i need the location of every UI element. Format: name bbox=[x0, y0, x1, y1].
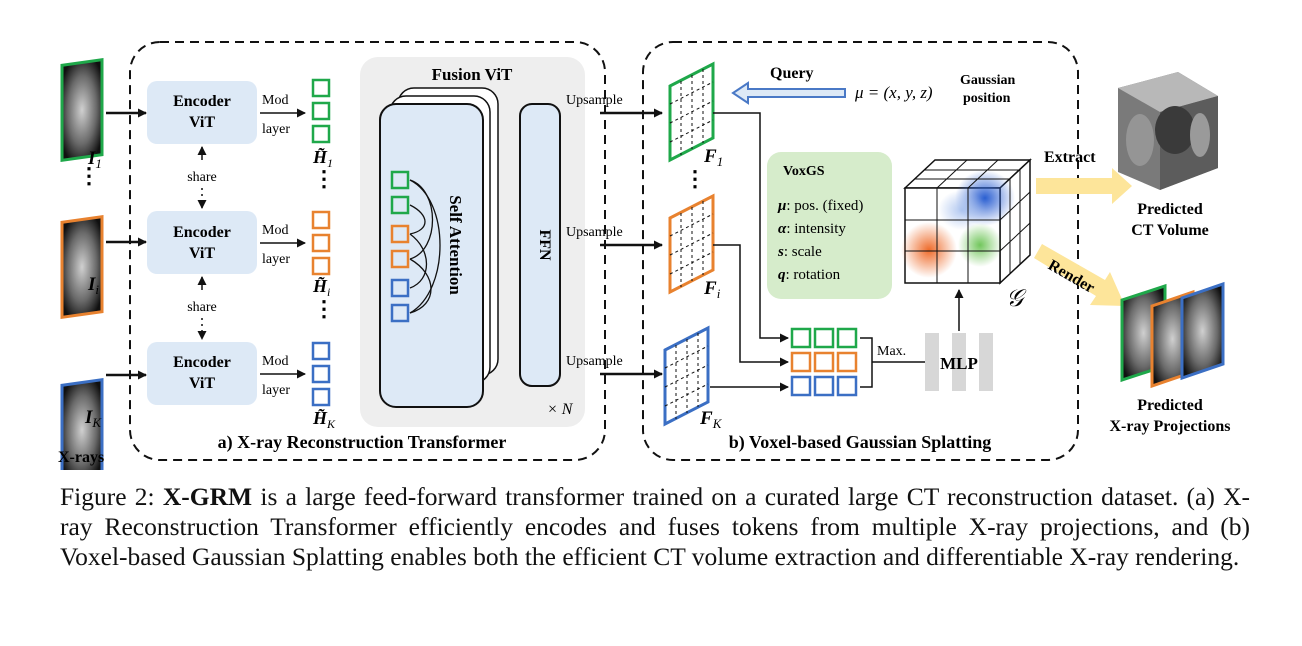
section-a-container bbox=[129, 41, 606, 461]
svg-text:Mod: Mod bbox=[262, 354, 288, 369]
ct-volume bbox=[1118, 72, 1218, 190]
mod-layer-1: Mod layer bbox=[260, 93, 306, 137]
xray-input-k bbox=[60, 377, 104, 470]
fusion-vit-title: Fusion ViT bbox=[432, 65, 513, 84]
xray-input-i bbox=[60, 214, 104, 319]
svg-text:ViT: ViT bbox=[189, 375, 215, 392]
upsample-arrow-i: Upsample bbox=[566, 225, 663, 250]
feature-label-i: Fi bbox=[703, 278, 721, 301]
svg-text:s: scale: s: scale bbox=[777, 244, 822, 260]
xray-input-1 bbox=[60, 57, 104, 162]
svg-text:Encoder: Encoder bbox=[173, 354, 231, 371]
g-symbol: 𝒢 bbox=[1006, 286, 1027, 312]
encoder-vit-i: Encoder ViT bbox=[147, 211, 257, 274]
gaussian-position-2: position bbox=[963, 91, 1011, 106]
input-label-k: IK bbox=[84, 407, 102, 430]
mod-layer-i: Mod layer bbox=[260, 223, 306, 267]
feature-plane-i bbox=[668, 193, 715, 295]
predicted-ct-label-2: CT Volume bbox=[1131, 222, 1209, 239]
feature-plane-k bbox=[663, 325, 710, 427]
svg-text:Mod: Mod bbox=[262, 223, 288, 238]
token-stack-i bbox=[311, 210, 331, 276]
max-label: Max. bbox=[877, 344, 906, 359]
xrays-label: X-rays bbox=[58, 449, 104, 466]
predicted-xray-label-2: X-ray Projections bbox=[1110, 418, 1231, 435]
section-b-title: b) Voxel-based Gaussian Splatting bbox=[729, 432, 992, 453]
self-attention-block: Self Attention bbox=[379, 87, 499, 408]
predicted-ct-label-1: Predicted bbox=[1137, 201, 1203, 218]
mod-layer-k: Mod layer bbox=[260, 354, 306, 398]
svg-text:Upsample: Upsample bbox=[566, 354, 623, 369]
svg-text:layer: layer bbox=[262, 383, 290, 398]
svg-text:Query: Query bbox=[770, 65, 814, 82]
svg-text:Mod: Mod bbox=[262, 93, 288, 108]
predicted-xray-label-1: Predicted bbox=[1137, 397, 1203, 414]
feature-lines bbox=[710, 112, 789, 392]
max-bracket bbox=[860, 337, 925, 388]
upsample-arrow-1: Upsample bbox=[566, 93, 663, 118]
voxgs-box: VoxGS μ: pos. (fixed) α: intensity s: sc… bbox=[767, 152, 892, 299]
share-connector-1: share bbox=[187, 146, 217, 209]
vdots-tokens-2: ⋮ bbox=[313, 296, 335, 321]
voxel-cube bbox=[901, 158, 1032, 285]
svg-text:Upsample: Upsample bbox=[566, 225, 623, 240]
svg-text:layer: layer bbox=[262, 122, 290, 137]
xray-projections bbox=[1120, 281, 1225, 389]
vdots-features: ⋮ bbox=[684, 166, 706, 191]
concat-tokens bbox=[790, 327, 858, 397]
ffn-block: FFN bbox=[519, 103, 561, 387]
feature-label-k: FK bbox=[699, 408, 723, 431]
svg-text:MLP: MLP bbox=[940, 354, 978, 373]
mlp-block: MLP bbox=[925, 333, 993, 391]
vdots-inputs: ⋮ bbox=[78, 163, 100, 188]
mu-equation: μ = (x, y, z) bbox=[854, 83, 933, 102]
vdots-tokens-1: ⋮ bbox=[313, 166, 335, 191]
svg-text:FFN: FFN bbox=[536, 229, 553, 261]
svg-text:share: share bbox=[187, 170, 217, 185]
svg-text:α: intensity: α: intensity bbox=[778, 221, 846, 237]
svg-text:μ: pos. (fixed): μ: pos. (fixed) bbox=[777, 198, 863, 214]
svg-text:Encoder: Encoder bbox=[173, 224, 231, 241]
query-arrow: Query bbox=[731, 65, 846, 105]
times-n: × N bbox=[547, 401, 574, 418]
token-stack-1 bbox=[311, 78, 331, 144]
svg-text:Extract: Extract bbox=[1044, 149, 1096, 166]
caption-bold-model-name: X-GRM bbox=[162, 482, 253, 511]
svg-text:ViT: ViT bbox=[189, 114, 215, 131]
token-stack-k bbox=[311, 341, 331, 407]
extract-arrow: Extract bbox=[1036, 149, 1132, 204]
architecture-diagram: Fusion ViT I1 Ii IK ⋮ X-rays Encoder ViT… bbox=[58, 41, 1231, 470]
svg-text:layer: layer bbox=[262, 252, 290, 267]
input-label-1: I1 bbox=[87, 148, 102, 171]
encoder-vit-k: Encoder ViT bbox=[147, 342, 257, 405]
svg-text:q: rotation: q: rotation bbox=[778, 267, 841, 283]
svg-text:share: share bbox=[187, 300, 217, 315]
share-connector-2: share bbox=[187, 276, 217, 340]
caption-prefix: Figure 2: bbox=[60, 482, 163, 511]
svg-text:Upsample: Upsample bbox=[566, 93, 623, 108]
svg-text:Self Attention: Self Attention bbox=[446, 195, 465, 295]
gaussian-position-1: Gaussian bbox=[960, 73, 1015, 88]
encoder-vit-1: Encoder ViT bbox=[147, 81, 257, 144]
feature-label-1: F1 bbox=[703, 146, 723, 169]
token-label-1: H̃1 bbox=[312, 147, 333, 170]
svg-text:VoxGS: VoxGS bbox=[783, 164, 825, 179]
caption-body: is a large feed-forward transformer trai… bbox=[60, 482, 1250, 571]
svg-text:Encoder: Encoder bbox=[173, 93, 231, 110]
section-a-title: a) X-ray Reconstruction Transformer bbox=[218, 432, 507, 453]
render-arrow: Render bbox=[1034, 244, 1125, 306]
feature-plane-1 bbox=[668, 61, 715, 163]
token-label-i: H̃i bbox=[312, 276, 330, 299]
section-b-container bbox=[642, 41, 1079, 461]
svg-text:ViT: ViT bbox=[189, 245, 215, 262]
upsample-arrow-k: Upsample bbox=[566, 354, 663, 379]
token-label-k: H̃K bbox=[312, 408, 336, 431]
figure-caption: Figure 2: X-GRM is a large feed-forward … bbox=[60, 482, 1250, 572]
input-label-i: Ii bbox=[87, 274, 99, 297]
